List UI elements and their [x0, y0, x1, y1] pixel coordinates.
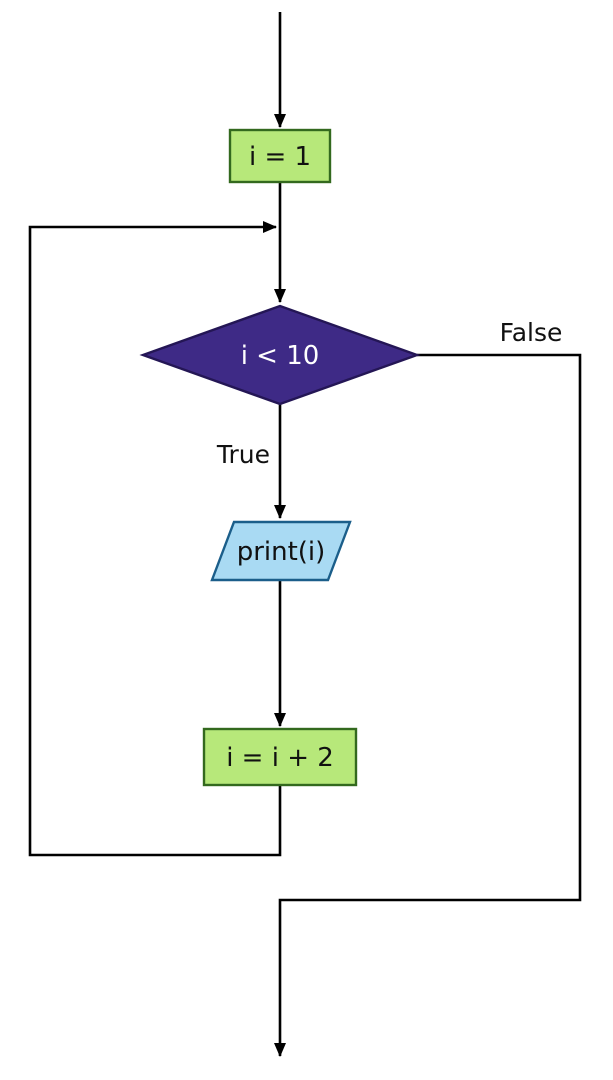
io-label: print(i)	[237, 537, 326, 567]
process-increment-label: i = i + 2	[226, 743, 334, 773]
true-edge-label: True	[216, 440, 270, 469]
process-init-box	[228, 128, 332, 184]
label-group: i = 1 i < 10 print(i) i = i + 2 True Fal…	[216, 142, 562, 773]
decision-diamond	[139, 304, 421, 406]
node-group	[139, 128, 421, 787]
process-increment-box	[202, 727, 358, 787]
edge-false-exit	[274, 353, 582, 1057]
io-parallelogram	[210, 520, 352, 582]
edge-group	[28, 12, 582, 1057]
decision-label: i < 10	[241, 341, 320, 371]
process-init-label: i = 1	[249, 142, 311, 172]
false-edge-label: False	[500, 318, 563, 347]
edge-loopback	[28, 221, 282, 857]
